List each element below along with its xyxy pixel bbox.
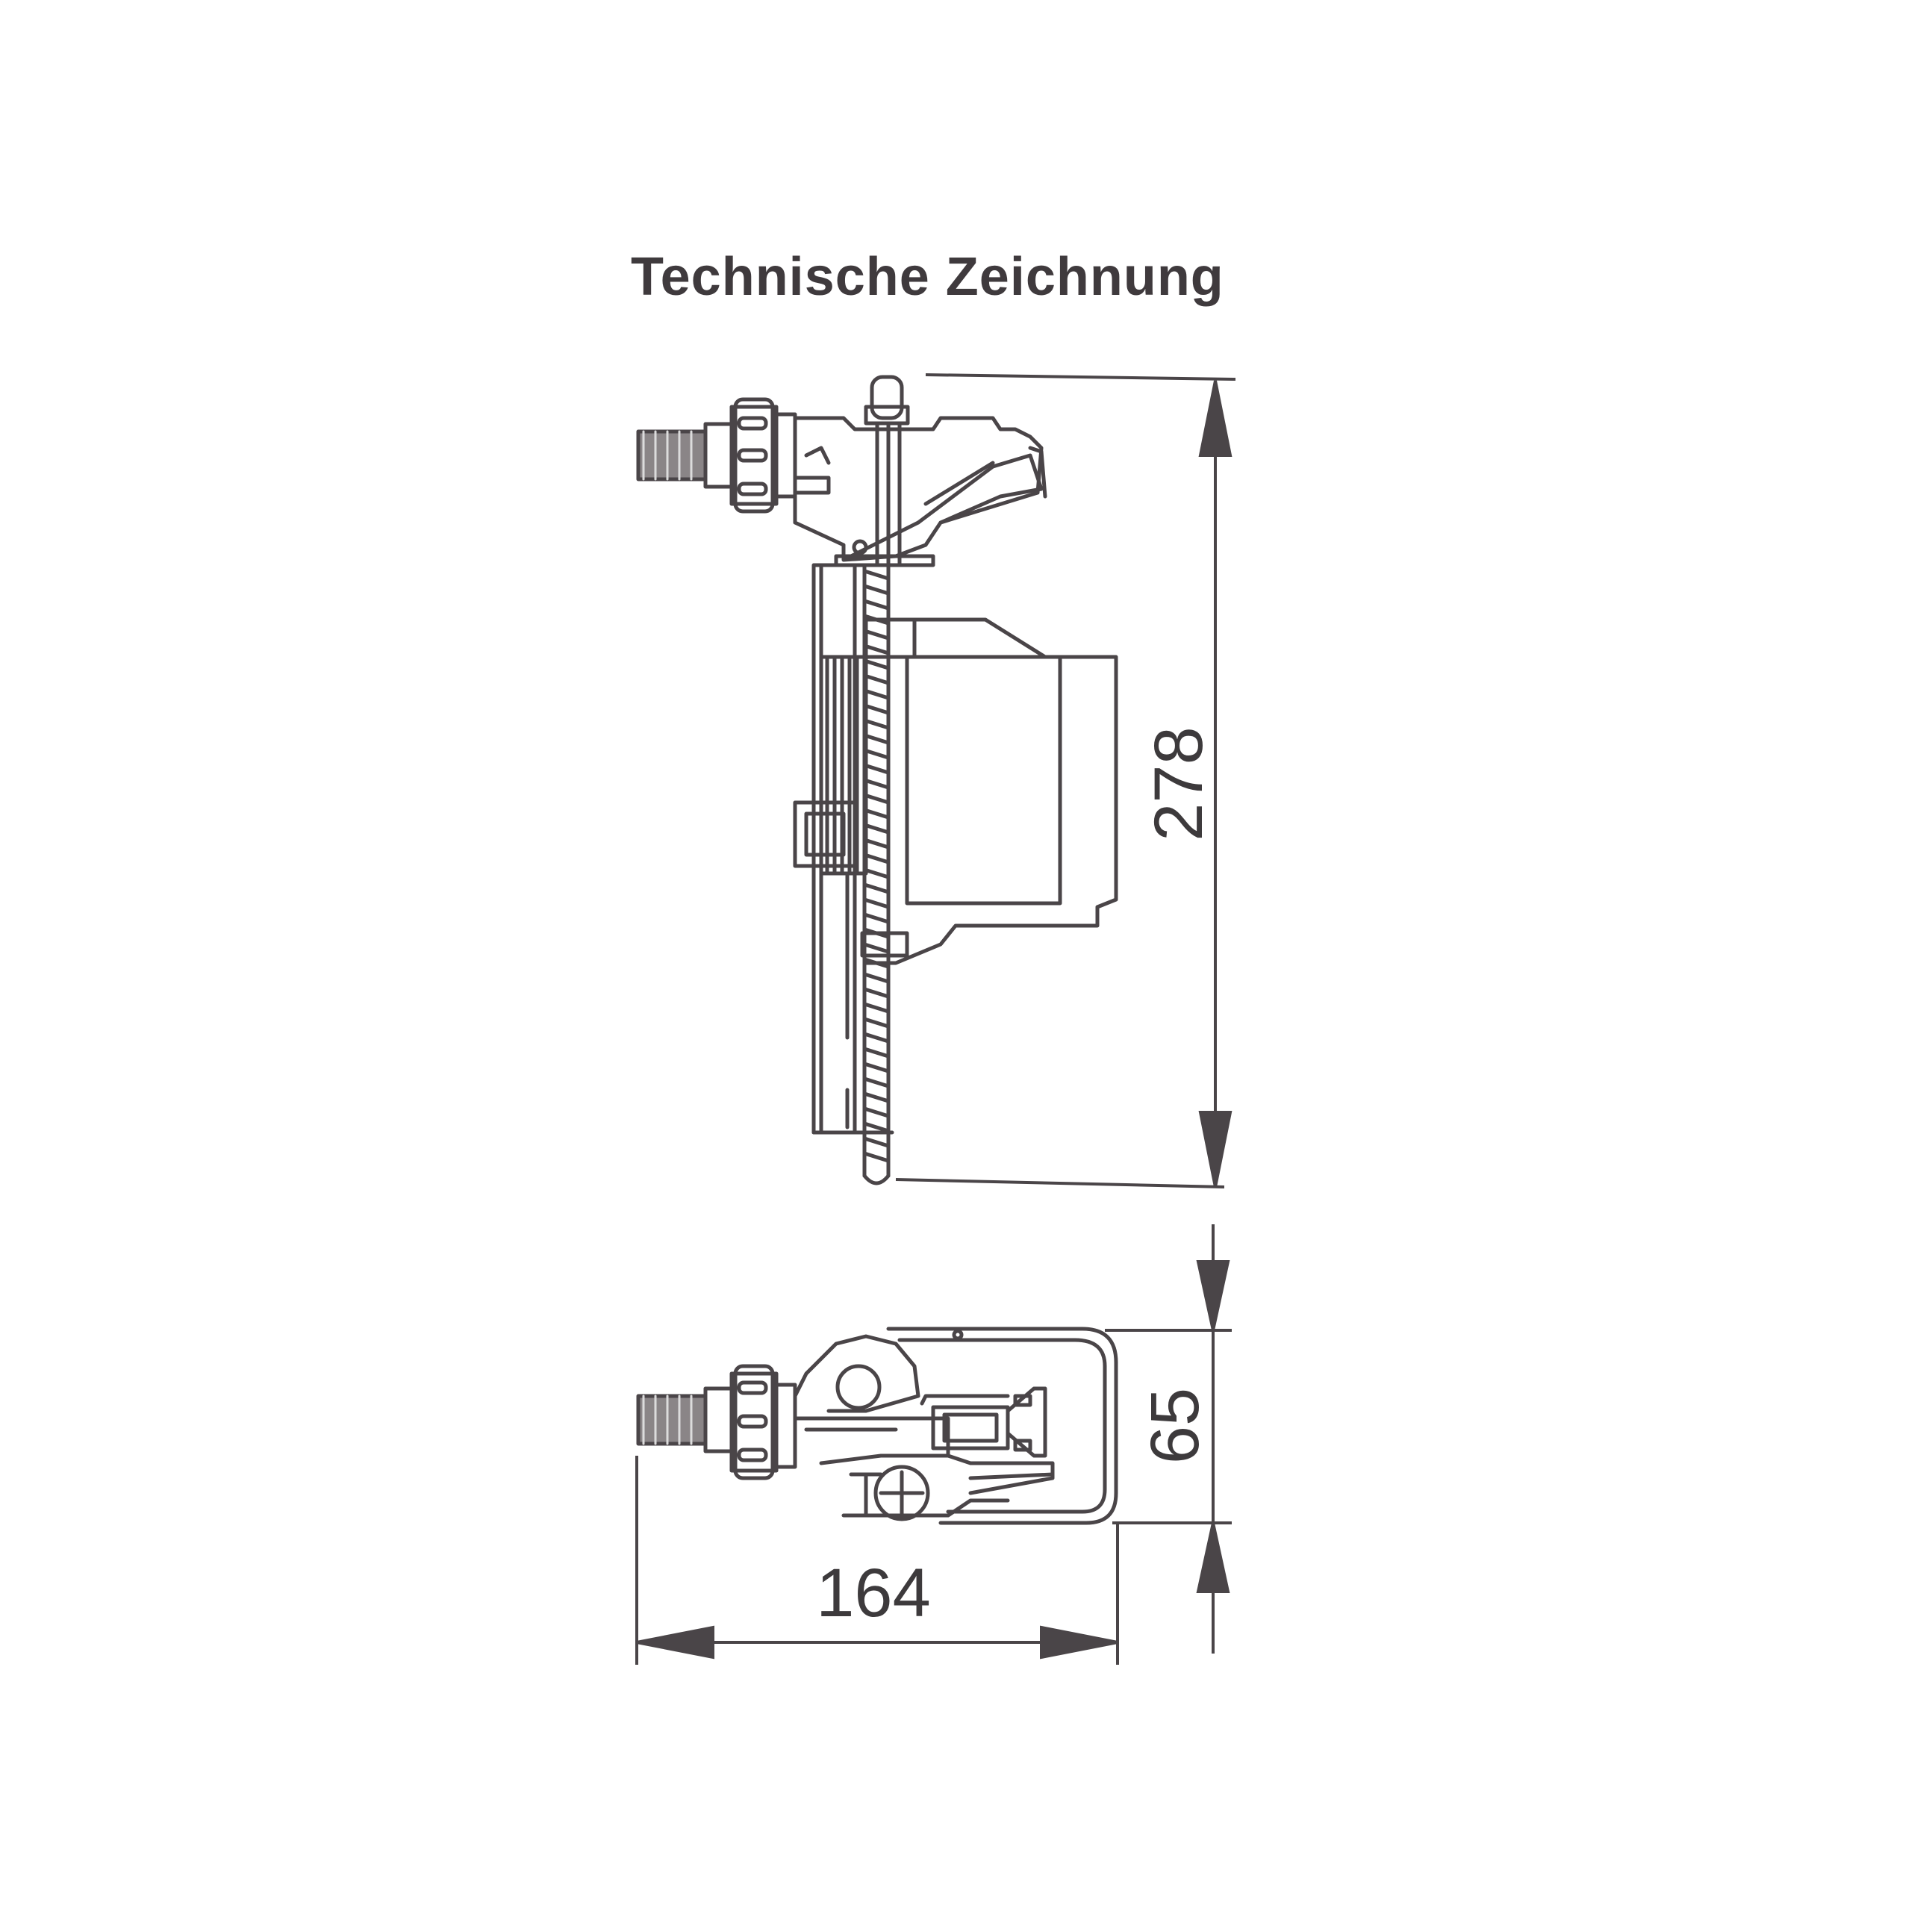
width-dimension-label: 164: [816, 1555, 931, 1631]
height-extension-bottom: [895, 1178, 1225, 1188]
width-arrow-right: [1040, 1625, 1118, 1660]
depth-dimension-label: 65: [1137, 1388, 1213, 1464]
height-extension-top: [925, 373, 1236, 381]
valve-body-top: [793, 1334, 1010, 1521]
height-dimension-label: 278: [1141, 726, 1217, 841]
dimension-lines: [635, 373, 1236, 1665]
depth-arrow-top: [1196, 1260, 1230, 1331]
width-arrow-left: [636, 1625, 714, 1660]
inlet-thread-top: [636, 1386, 734, 1453]
lever-mechanism-top: [920, 1386, 1055, 1495]
top-view: [636, 1327, 1118, 1525]
page-title: Technische Zeichnung: [631, 247, 1224, 307]
float-box: [793, 617, 1118, 965]
valve-head: [793, 375, 1047, 567]
depth-arrow-bottom: [1196, 1522, 1230, 1593]
nut-top: [729, 1364, 797, 1480]
float-housing-top: [886, 1327, 1118, 1525]
height-arrow-top: [1198, 380, 1232, 457]
inlet-thread-side: [636, 422, 734, 489]
height-arrow-bottom: [1198, 1111, 1232, 1188]
side-view: [636, 375, 1118, 1185]
nut-side: [729, 397, 797, 514]
